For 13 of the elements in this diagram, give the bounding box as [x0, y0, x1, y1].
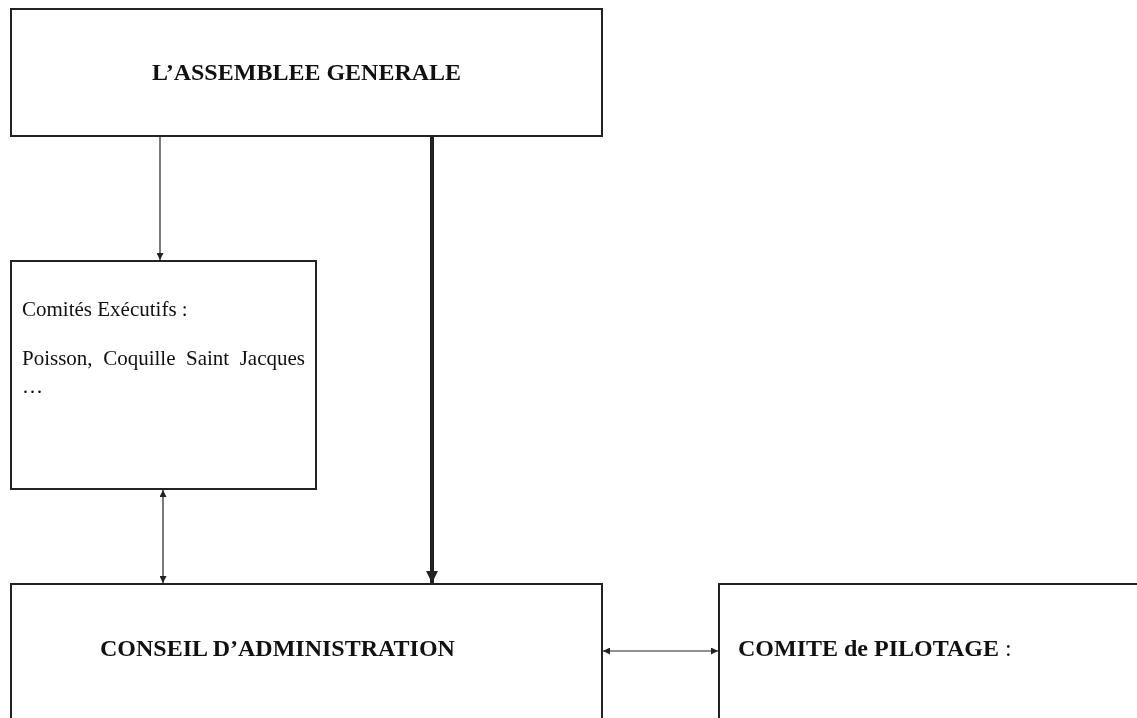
box-title: COMITE de PILOTAGE : [738, 634, 1013, 662]
arrow [156, 136, 164, 261]
board-box [10, 583, 603, 718]
arrow [602, 647, 719, 655]
arrow [426, 137, 438, 583]
box-title: Comités Exécutifs : [22, 296, 189, 323]
box-title: L’ASSEMBLEE GENERALE [150, 59, 463, 86]
box-text: Poisson, Coquille Saint Jacques … [22, 345, 305, 400]
assembly-box [10, 8, 603, 137]
arrow [159, 489, 167, 584]
steering-committee-box [718, 583, 1137, 718]
committee-box [10, 260, 317, 490]
box-title: CONSEIL D’ADMINISTRATION [100, 634, 456, 662]
